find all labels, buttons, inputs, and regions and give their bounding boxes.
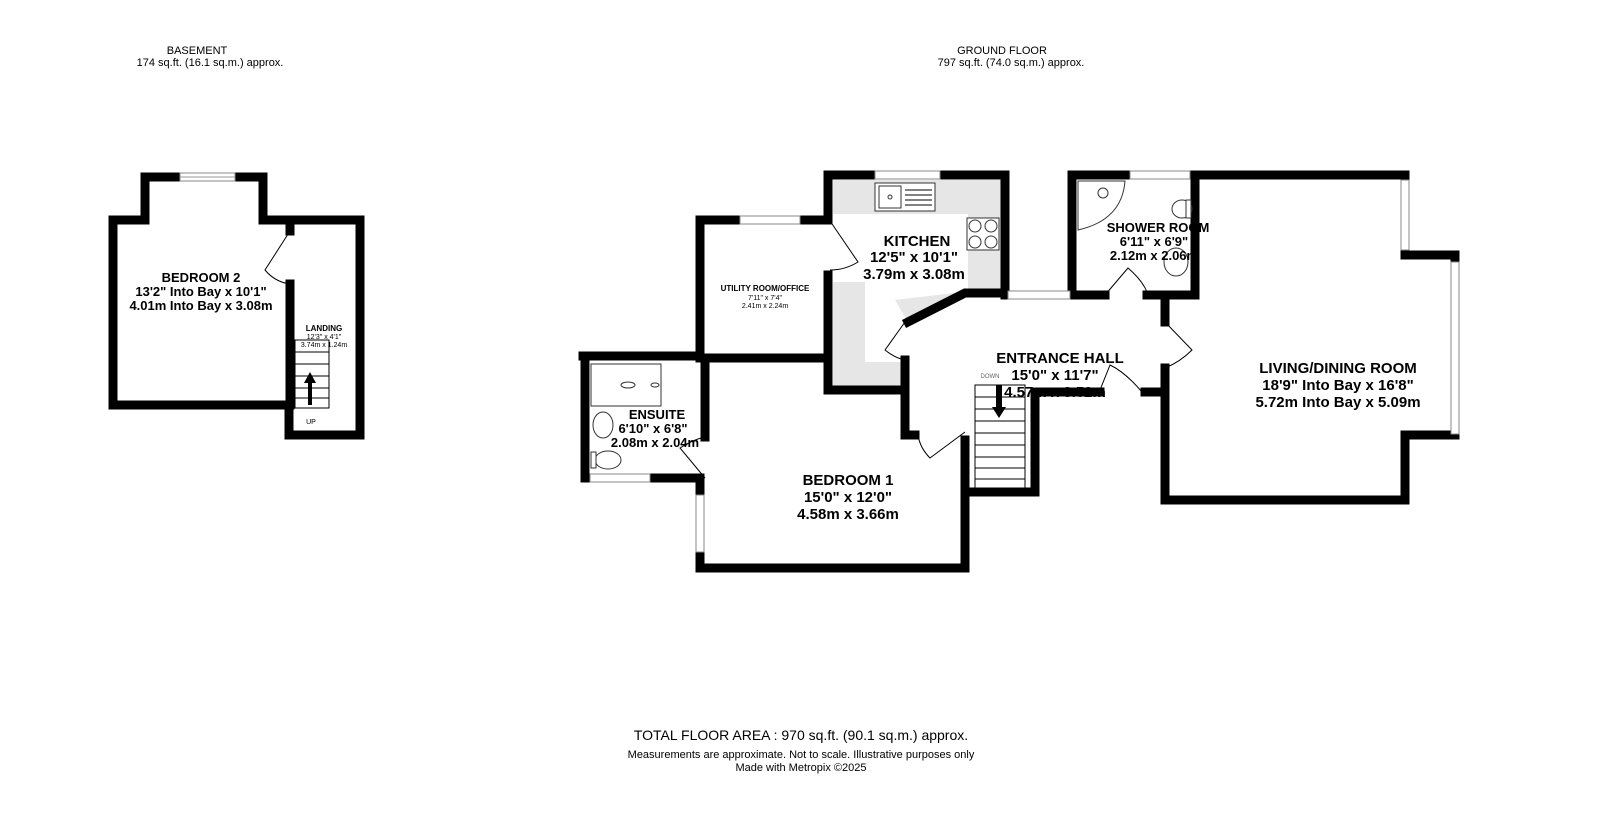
basement-stairs bbox=[294, 339, 330, 409]
shower-tray-icon bbox=[590, 363, 662, 407]
landing-imperial: 12'3" x 4'1" bbox=[307, 334, 342, 341]
toilet-icon bbox=[590, 450, 622, 470]
ground-floor-title: GROUND FLOOR bbox=[957, 45, 1047, 57]
basement-area: 174 sq.ft. (16.1 sq.m.) approx. bbox=[137, 57, 284, 69]
bedroom1-metric: 4.58m x 3.66m bbox=[797, 506, 899, 523]
utility-wall bbox=[695, 215, 833, 363]
shower-room-name: SHOWER ROOM bbox=[1107, 220, 1210, 235]
bedroom1-imperial: 15'0" x 12'0" bbox=[804, 489, 892, 506]
kitchen-imperial: 12'5" x 10'1" bbox=[870, 249, 958, 266]
ground-stairs bbox=[974, 384, 1026, 491]
bedroom2-name: BEDROOM 2 bbox=[162, 270, 241, 285]
living-wall bbox=[1140, 245, 1460, 505]
entrance-hall-name: ENTRANCE HALL bbox=[996, 350, 1124, 367]
toilet-icon bbox=[1171, 199, 1193, 219]
bedroom2-imperial: 13'2" Into Bay x 10'1" bbox=[135, 284, 266, 299]
ensuite-metric: 2.08m x 2.04m bbox=[611, 435, 699, 450]
total-floor-area: TOTAL FLOOR AREA : 970 sq.ft. (90.1 sq.m… bbox=[634, 727, 968, 743]
stair-down-label: DOWN bbox=[981, 374, 1000, 380]
arrow-down-icon bbox=[992, 385, 1006, 418]
door-swing bbox=[827, 217, 859, 271]
door-swing bbox=[917, 431, 966, 459]
basement-outer-wall bbox=[108, 172, 365, 440]
credit: Made with Metropix ©2025 bbox=[735, 762, 866, 774]
door-swing bbox=[1099, 364, 1143, 393]
entrance-hall-metric: 4.57m x 3.52m bbox=[1004, 384, 1106, 401]
kitchen-sink-icon bbox=[874, 182, 936, 212]
basement-plan: UP BEDROOM 2 13'2" Into Bay x 10'1" 4.01… bbox=[108, 172, 365, 440]
landing-metric: 3.74m x 1.24m bbox=[301, 342, 347, 349]
disclaimer: Measurements are approximate. Not to sca… bbox=[628, 749, 975, 761]
basin-icon bbox=[1163, 247, 1189, 277]
bedroom1-ensuite-wall bbox=[578, 351, 970, 573]
hall-stair-wall bbox=[962, 387, 1105, 497]
kitchen-metric: 3.79m x 3.08m bbox=[863, 266, 965, 283]
door-swing bbox=[884, 321, 906, 361]
bedroom1-name: BEDROOM 1 bbox=[803, 472, 894, 489]
basement-title: BASEMENT bbox=[167, 45, 228, 57]
utility-name: UTILITY ROOM/OFFICE bbox=[721, 284, 810, 293]
utility-metric: 2.41m x 2.24m bbox=[742, 303, 788, 310]
shower-room-wall bbox=[1000, 170, 1410, 300]
door-swing bbox=[1104, 267, 1148, 296]
ensuite-imperial: 6'10" x 6'8" bbox=[618, 421, 687, 436]
arrow-up-icon bbox=[304, 372, 316, 405]
living-name: LIVING/DINING ROOM bbox=[1259, 360, 1417, 377]
living-metric: 5.72m Into Bay x 5.09m bbox=[1255, 394, 1420, 411]
door-swing bbox=[679, 436, 706, 479]
living-imperial: 18'9" Into Bay x 16'8" bbox=[1262, 377, 1413, 394]
shower-room-imperial: 6'11" x 6'9" bbox=[1120, 234, 1188, 249]
ground-floor-plan: DOWN KITCHEN 12'5" x 10'1" 3.79m x 3.08m… bbox=[578, 170, 1460, 573]
ground-floor-area: 797 sq.ft. (74.0 sq.m.) approx. bbox=[938, 57, 1085, 69]
ensuite-name: ENSUITE bbox=[629, 407, 686, 422]
entrance-hall-imperial: 15'0" x 11'7" bbox=[1011, 367, 1098, 384]
bedroom2-metric: 4.01m Into Bay x 3.08m bbox=[129, 298, 272, 313]
door-swing bbox=[1164, 321, 1193, 369]
kitchen-name: KITCHEN bbox=[884, 233, 951, 250]
stair-up-label: UP bbox=[306, 419, 316, 426]
hob-icon bbox=[966, 217, 1000, 251]
basin-icon bbox=[592, 411, 614, 439]
shower-room-metric: 2.12m x 2.06m bbox=[1110, 248, 1198, 263]
corner-shower-icon bbox=[1077, 180, 1126, 231]
door-swing bbox=[264, 230, 291, 285]
landing-name: LANDING bbox=[306, 324, 342, 333]
utility-imperial: 7'11" x 7'4" bbox=[748, 295, 782, 302]
